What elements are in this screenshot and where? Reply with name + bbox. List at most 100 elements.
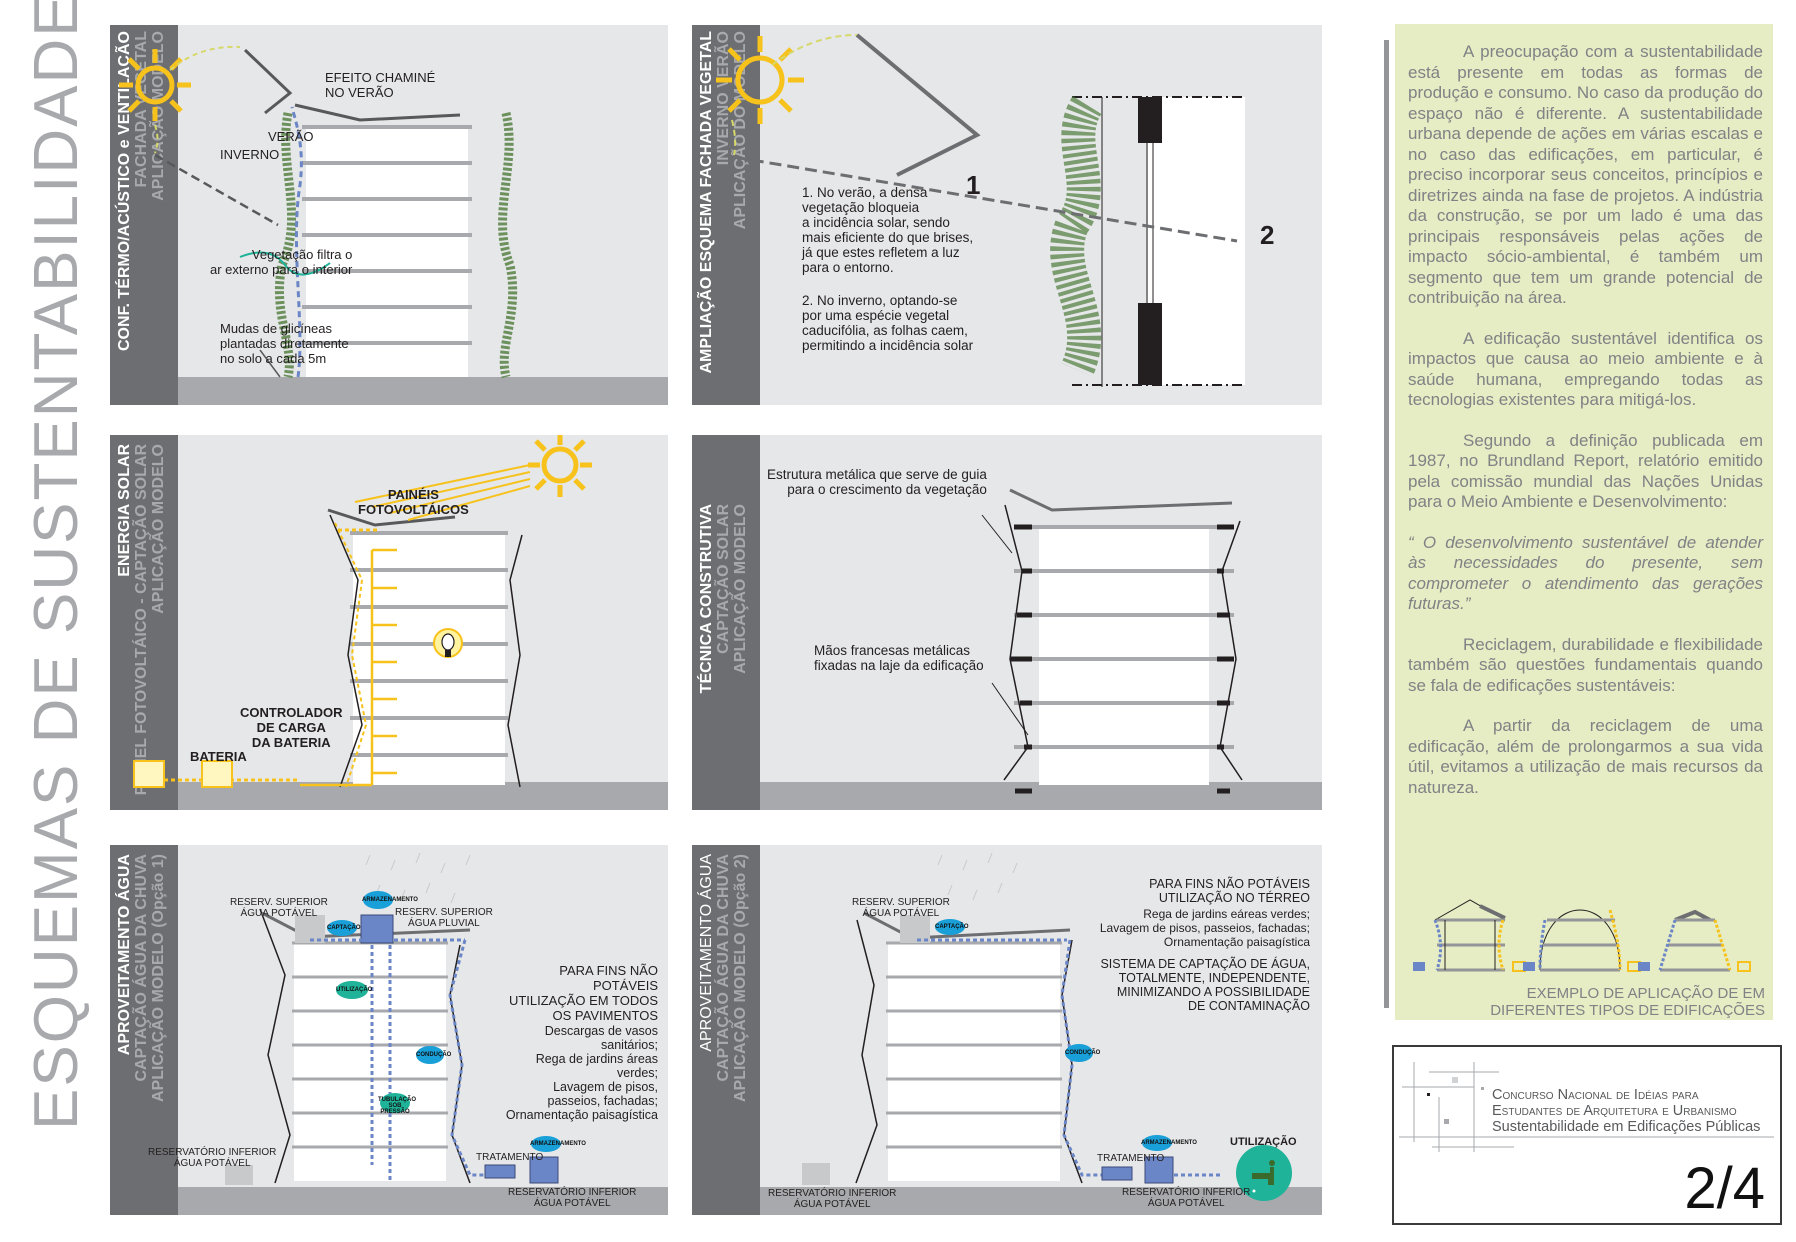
sun-icon (716, 36, 804, 124)
sun-path-winter (154, 124, 159, 154)
panel-label-bar (110, 25, 178, 405)
diagram-solar (133, 435, 592, 788)
rain (365, 852, 471, 904)
panel-label-bar (110, 845, 178, 1215)
summer-ray-arrow (855, 33, 981, 177)
summer-label: VERÃO (268, 129, 314, 144)
panel-construction-technique: TÉCNICA CONSTRUTIVA CAPTAÇÃO SOLAR APLIC… (692, 435, 1322, 810)
panel-thermal-ventilation: CONF. TÉRMO/ACÚSTICO e VENTILAÇÃO FACHAD… (110, 25, 668, 405)
ground (760, 1187, 1322, 1215)
bubble-storage (1142, 1135, 1172, 1151)
summer-ray-arrow (243, 48, 293, 115)
competition-title: Concurso Nacional de Idéias para Estudan… (1492, 1087, 1761, 1135)
sun-icon (119, 49, 191, 121)
panel-rainwater-option-1: APROVEITAMENTO ÁGUA CAPTAÇÃO ÁGUA DA CHU… (110, 845, 668, 1215)
slab-top (1138, 97, 1162, 143)
bubble-conduction (416, 1046, 444, 1064)
ground (178, 782, 668, 810)
usage-tag: UTILIZAÇÃO (336, 987, 373, 993)
faucet-icon (1252, 1160, 1275, 1193)
winter-ray-arrow (733, 155, 1238, 243)
usage-label: UTILIZAÇÃO (1230, 1136, 1297, 1148)
paragraph: A edificação sustentável identifica os i… (1408, 328, 1763, 410)
sidebar-text: A preocupação com a sustentabilidade est… (1408, 42, 1763, 818)
diagram-construction (981, 488, 1243, 794)
page-number: 2/4 (1684, 1156, 1765, 1221)
leader-line (259, 349, 281, 378)
bubble-storage-2 (531, 1136, 561, 1152)
rain (937, 852, 1018, 901)
bubble-pressure-pipe (380, 1093, 410, 1113)
bubble-usage (336, 981, 368, 999)
quote: “ O desenvolvimento sustentável de atend… (1408, 532, 1763, 614)
treatment-label: TRATAMENTO (1097, 1153, 1165, 1164)
non-potable-uses: Rega de jardins eáreas verdes;Lavagem de… (1099, 907, 1310, 949)
lightbulb-icon (433, 628, 463, 658)
air-filter-arrow (239, 251, 331, 276)
interior-area (1148, 97, 1245, 385)
winter-label: INVERNO (220, 147, 280, 162)
storage-tag: ARMAZENAMENTO (362, 897, 418, 903)
battery-label: BATERIA (190, 749, 247, 764)
pv-panels (327, 508, 456, 527)
paragraph: Segundo a definição publicada em 1987, n… (1408, 430, 1763, 512)
ground (760, 782, 1322, 810)
panel-label-bar (110, 435, 178, 810)
storage-tag: ARMAZENAMENTO (1141, 1140, 1197, 1146)
floor-slabs (302, 125, 472, 345)
diagram-rainwater-1 (225, 852, 561, 1185)
vegetation-right (498, 111, 518, 379)
bubble-capture (327, 920, 357, 936)
building-body (306, 127, 468, 377)
battery-box (133, 760, 165, 788)
diagram-facade-detail (716, 33, 1245, 387)
ground (178, 1187, 668, 1215)
paragraph: A partir da reciclagem de uma edificação… (1408, 716, 1763, 797)
diagram-thermal (119, 45, 518, 379)
non-potable-heading: PARA FINS NÃO POTÁVEIS UTILIZAÇÃO NO TÉR… (1149, 877, 1310, 905)
diagram-rainwater-2 (802, 852, 1292, 1201)
non-potable-heading: PARA FINS NÃO POTÁVEIS UTILIZAÇÃO EM TOD… (508, 963, 658, 1023)
panel-label-bar (692, 845, 760, 1215)
capture-tag: CAPTAÇÃO (327, 925, 361, 931)
roof (1009, 488, 1233, 512)
slab-bottom (1138, 303, 1162, 385)
vegetation-left (274, 112, 297, 378)
independent-system-heading: SISTEMA DE CAPTAÇÃO DE ÁGUA, TOTALMENTE,… (1100, 957, 1310, 1013)
paragraph: A preocupação com a sustentabilidade est… (1408, 42, 1763, 307)
capture-tag: CAPTAÇÃO (935, 924, 969, 930)
sidebar-rule (1384, 40, 1389, 1008)
ground (178, 377, 668, 405)
logo-lines (1399, 1062, 1774, 1152)
panel-label-bar (692, 435, 760, 810)
bubble-storage (363, 891, 393, 909)
marker-1: 1 (966, 170, 981, 200)
paragraph: Reciclagem, durabilidade e flexibilidade… (1408, 634, 1763, 695)
sidebar-panel (1395, 24, 1773, 1020)
sun-path-summer (169, 45, 241, 71)
panel-vegetal-facade-detail: AMPLIAÇÃO ESQUEMA FACHADA VEGETAL INVERN… (692, 25, 1322, 405)
panel-rainwater-option-2: APROVEITAMENTO ÁGUA CAPTAÇÃO ÁGUA DA CHU… (692, 845, 1322, 1215)
bubble-conduction (1065, 1044, 1093, 1062)
panel-label-bar (692, 25, 760, 405)
storage-tag-2: ARMAZENAMENTO (530, 1141, 586, 1147)
sun-icon (528, 435, 592, 497)
bubble-capture (935, 919, 965, 935)
treatment-label: TRATAMENTO (476, 1152, 544, 1163)
